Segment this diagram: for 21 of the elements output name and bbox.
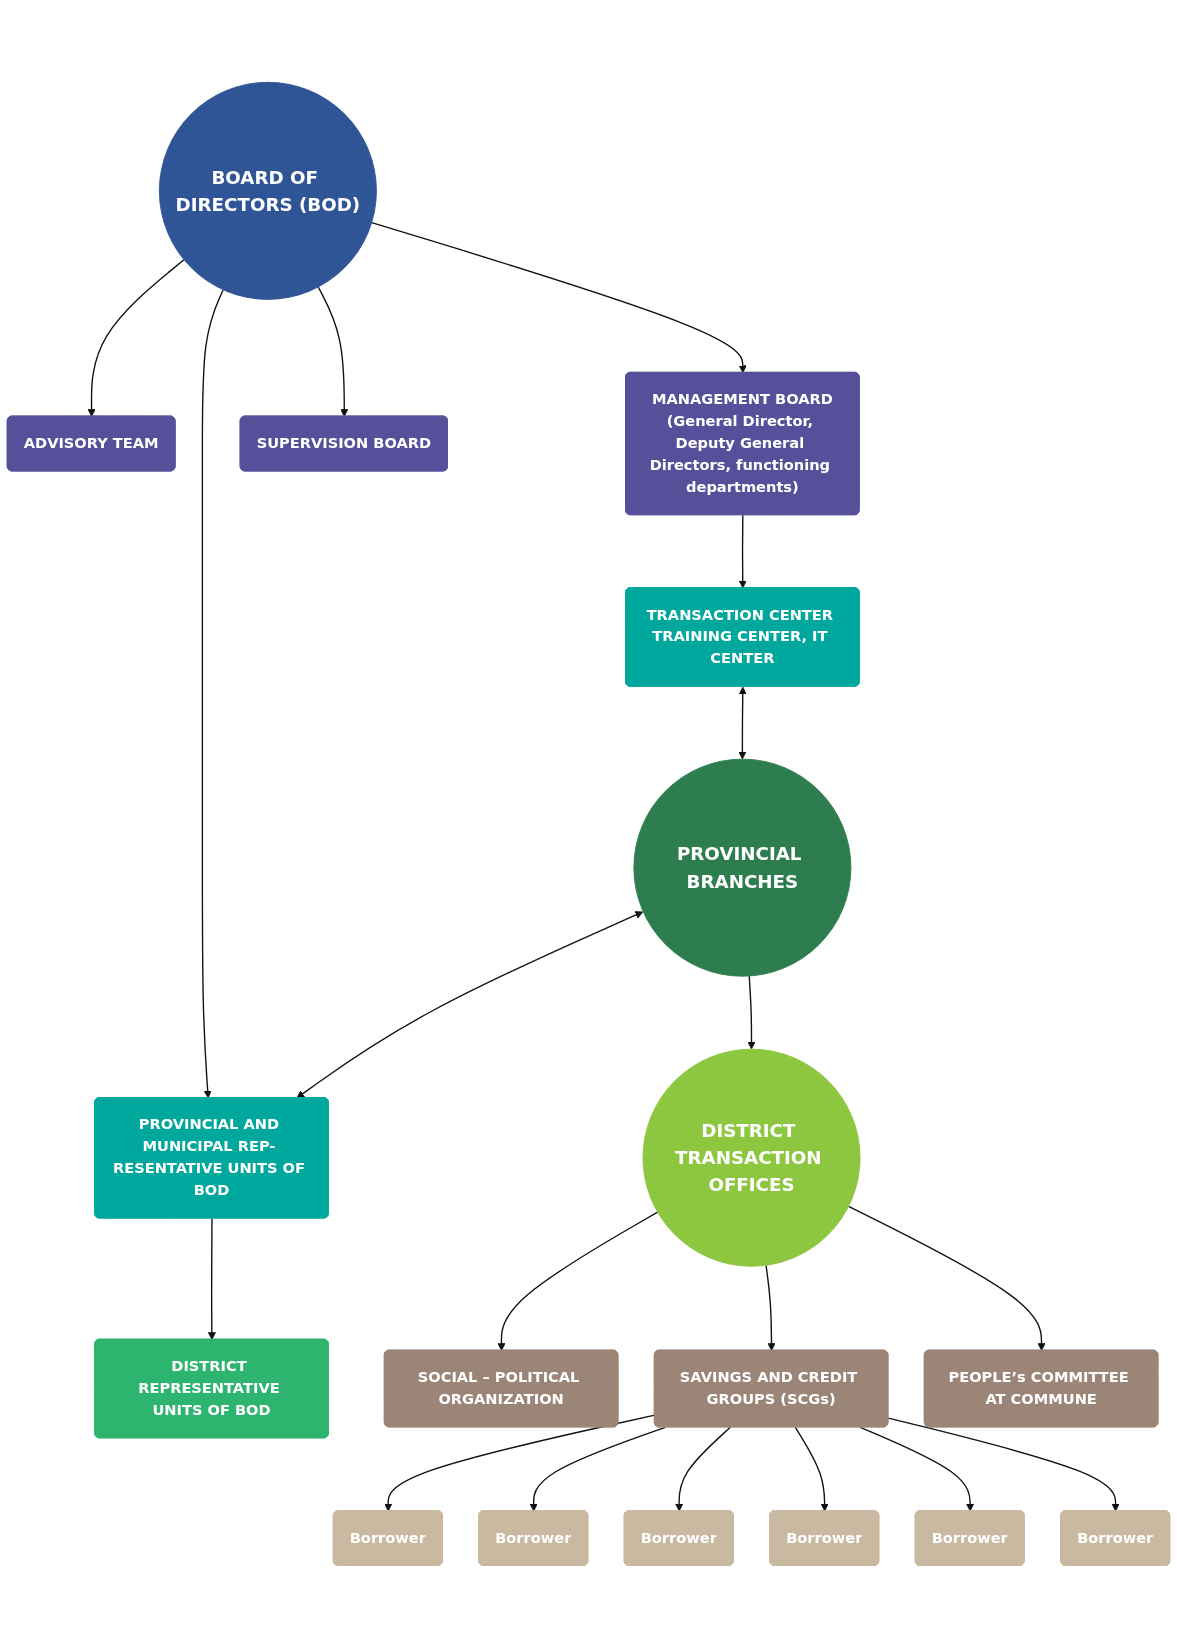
arrow: [317, 286, 349, 418]
arrow: [296, 911, 644, 1099]
arrow: [675, 1426, 731, 1512]
arrow: [765, 1264, 776, 1352]
arrow: [201, 289, 224, 1099]
arrow: [887, 1417, 1120, 1512]
arrow: [371, 222, 747, 374]
node-circle: DISTRICT TRANSACTION OFFICES: [642, 1048, 861, 1267]
arrow: [384, 1414, 656, 1512]
arrow: [529, 1426, 666, 1512]
arrow: [87, 259, 185, 418]
arrow: [738, 514, 747, 589]
arrow: [207, 1217, 216, 1341]
arrow: [497, 1211, 659, 1352]
node-circle: PROVINCIAL BRANCHES: [633, 758, 852, 977]
arrow: [794, 1426, 829, 1512]
arrow: [747, 975, 756, 1050]
arrow: [847, 1205, 1046, 1352]
node-circle: BOARD OF DIRECTORS (BOD): [158, 81, 377, 300]
arrow: [859, 1426, 975, 1512]
arrow: [738, 686, 747, 760]
